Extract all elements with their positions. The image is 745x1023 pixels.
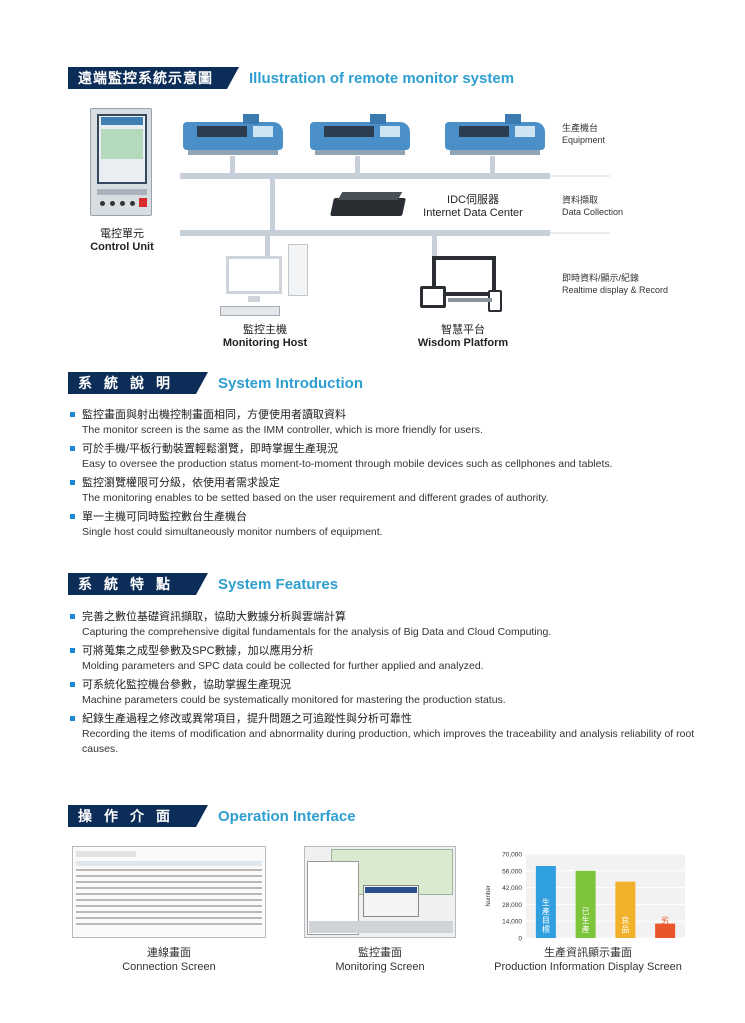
system-features-title-en: System Features <box>218 575 339 593</box>
chart-bar-label: 品 <box>621 925 629 934</box>
equipment-machine-2 <box>310 114 410 156</box>
chart-y-axis-label: Number <box>486 885 492 906</box>
bullet-icon <box>70 446 75 451</box>
chart-bar-label: 良 <box>621 915 629 925</box>
monitoring-host-label-zh: 監控主機 <box>243 324 287 336</box>
system-features-list: 完善之數位基礎資訊擷取，協助大數據分析與雲端計算 Capturing the c… <box>70 610 710 761</box>
operation-interface-title-en: Operation Interface <box>218 807 356 825</box>
idc-server-image <box>330 192 406 218</box>
remote-monitor-header: 遠端監控系統示意圖 Illustration of remote monitor… <box>68 67 514 89</box>
operation-interface-header: 操作介面 Operation Interface <box>68 805 356 827</box>
list-item: 完善之數位基礎資訊擷取，協助大數據分析與雲端計算 Capturing the c… <box>70 610 710 640</box>
collection-legend-zh: 資料擷取 <box>562 195 599 205</box>
bullet-icon <box>70 614 75 619</box>
wisdom-platform-image <box>420 256 510 316</box>
chart-bar-label: 生 <box>582 915 590 925</box>
chart-y-tick-label: 70,000 <box>502 852 522 859</box>
chart-bar-label: 標 <box>542 924 550 934</box>
realtime-legend-en: Realtime display & Record <box>562 285 669 295</box>
system-intro-header: 系統說明 System Introduction <box>68 372 363 394</box>
idc-label-en: Internet Data Center <box>423 207 523 219</box>
equipment-machine-1 <box>183 114 283 156</box>
production-screen-caption: 生產資訊顯示畫面 Production Information Display … <box>494 947 682 973</box>
connection-screen-caption: 連線畫面 Connection Screen <box>122 947 216 973</box>
monitoring-screen-caption: 監控畫面 Monitoring Screen <box>335 947 425 973</box>
bullet-icon <box>70 682 75 687</box>
system-features-title-zh: 系統特點 <box>68 573 208 595</box>
system-intro-title-zh: 系統說明 <box>68 372 208 394</box>
remote-monitor-title-en: Illustration of remote monitor system <box>249 69 515 87</box>
realtime-legend-zh: 即時資料/顯示/紀錄 <box>562 273 640 283</box>
idc-caption: IDC伺服器 Internet Data Center <box>408 194 538 220</box>
operation-interface-title-zh: 操作介面 <box>68 805 208 827</box>
collection-legend-en: Data Collection <box>562 207 624 217</box>
list-item: 監控畫面與射出機控制畫面相同，方便使用者讀取資料 The monitor scr… <box>70 408 710 438</box>
monitoring-host-label-en: Monitoring Host <box>222 337 308 349</box>
chart-bar <box>575 870 596 938</box>
bullet-icon <box>70 480 75 485</box>
bullet-icon <box>70 716 75 721</box>
equipment-legend: 生產機台 Equipment <box>562 122 605 146</box>
chart-bar-label: 已 <box>582 907 590 916</box>
chart-bar-label: 品 <box>661 925 669 934</box>
chart-y-tick-label: 28,000 <box>502 902 522 909</box>
connection-screen-table <box>76 851 262 925</box>
wisdom-platform-caption: 智慧平台 Wisdom Platform <box>408 324 518 350</box>
remote-monitor-title-zh: 遠端監控系統示意圖 <box>68 67 239 89</box>
chart-bar <box>655 923 676 938</box>
monitoring-screen-image <box>304 846 456 938</box>
list-item: 監控瀏覽權限可分級，依使用者需求設定 The monitoring enable… <box>70 476 710 506</box>
realtime-legend: 即時資料/顯示/紀錄 Realtime display & Record <box>562 272 668 296</box>
bullet-icon <box>70 514 75 519</box>
chart-y-tick-label: 14,000 <box>502 919 522 926</box>
equipment-machine-3 <box>445 114 545 156</box>
monitoring-host-caption: 監控主機 Monitoring Host <box>210 324 320 350</box>
control-unit-label-en: Control Unit <box>90 241 154 253</box>
equipment-legend-en: Equipment <box>562 135 606 145</box>
system-intro-title-en: System Introduction <box>218 374 364 392</box>
chart-bar-label: 劣 <box>661 915 669 925</box>
list-item: 紀錄生產過程之修改或異常項目，提升問題之可追蹤性與分析可靠性 Recording… <box>70 712 710 757</box>
chart-bar-label: 產 <box>582 924 590 934</box>
bullet-icon <box>70 648 75 653</box>
collection-legend: 資料擷取 Data Collection <box>562 194 623 218</box>
connection-screen-image <box>72 846 266 938</box>
remote-monitor-diagram: 電控單元 Control Unit IDC伺服器 Internet Data C… <box>80 106 680 356</box>
chart-y-tick-label: 0 <box>518 936 522 943</box>
chart-y-tick-label: 56,000 <box>502 868 522 875</box>
chart-bar-label: 生 <box>542 897 550 907</box>
chart-bar <box>615 881 636 938</box>
chart-bar <box>535 866 556 938</box>
chart-y-tick-label: 42,000 <box>502 885 522 892</box>
control-unit-label-zh: 電控單元 <box>100 228 144 240</box>
equipment-legend-zh: 生產機台 <box>562 123 599 133</box>
bullet-icon <box>70 412 75 417</box>
list-item: 可於手機/平板行動裝置輕鬆瀏覽，即時掌握生產現況 Easy to oversee… <box>70 442 710 472</box>
chart-bar-label: 目 <box>542 916 550 925</box>
list-item: 可系統化監控機台參數，協助掌握生產現況 Machine parameters c… <box>70 678 710 708</box>
chart-bar-label: 產 <box>542 906 550 916</box>
control-unit-image <box>90 108 152 216</box>
list-item: 單一主機可同時監控數台生產機台 Single host could simult… <box>70 510 710 540</box>
system-features-header: 系統特點 System Features <box>68 573 338 595</box>
wisdom-platform-label-zh: 智慧平台 <box>441 324 485 336</box>
wisdom-platform-label-en: Wisdom Platform <box>417 337 509 349</box>
control-unit-caption: 電控單元 Control Unit <box>72 228 172 254</box>
idc-label-zh: IDC伺服器 <box>447 194 499 206</box>
diagram-lines <box>180 156 610 267</box>
list-item: 可將蒐集之成型參數及SPC數據，加以應用分析 Molding parameter… <box>70 644 710 674</box>
system-intro-list: 監控畫面與射出機控制畫面相同，方便使用者讀取資料 The monitor scr… <box>70 408 710 544</box>
monitoring-host-image <box>220 244 320 316</box>
